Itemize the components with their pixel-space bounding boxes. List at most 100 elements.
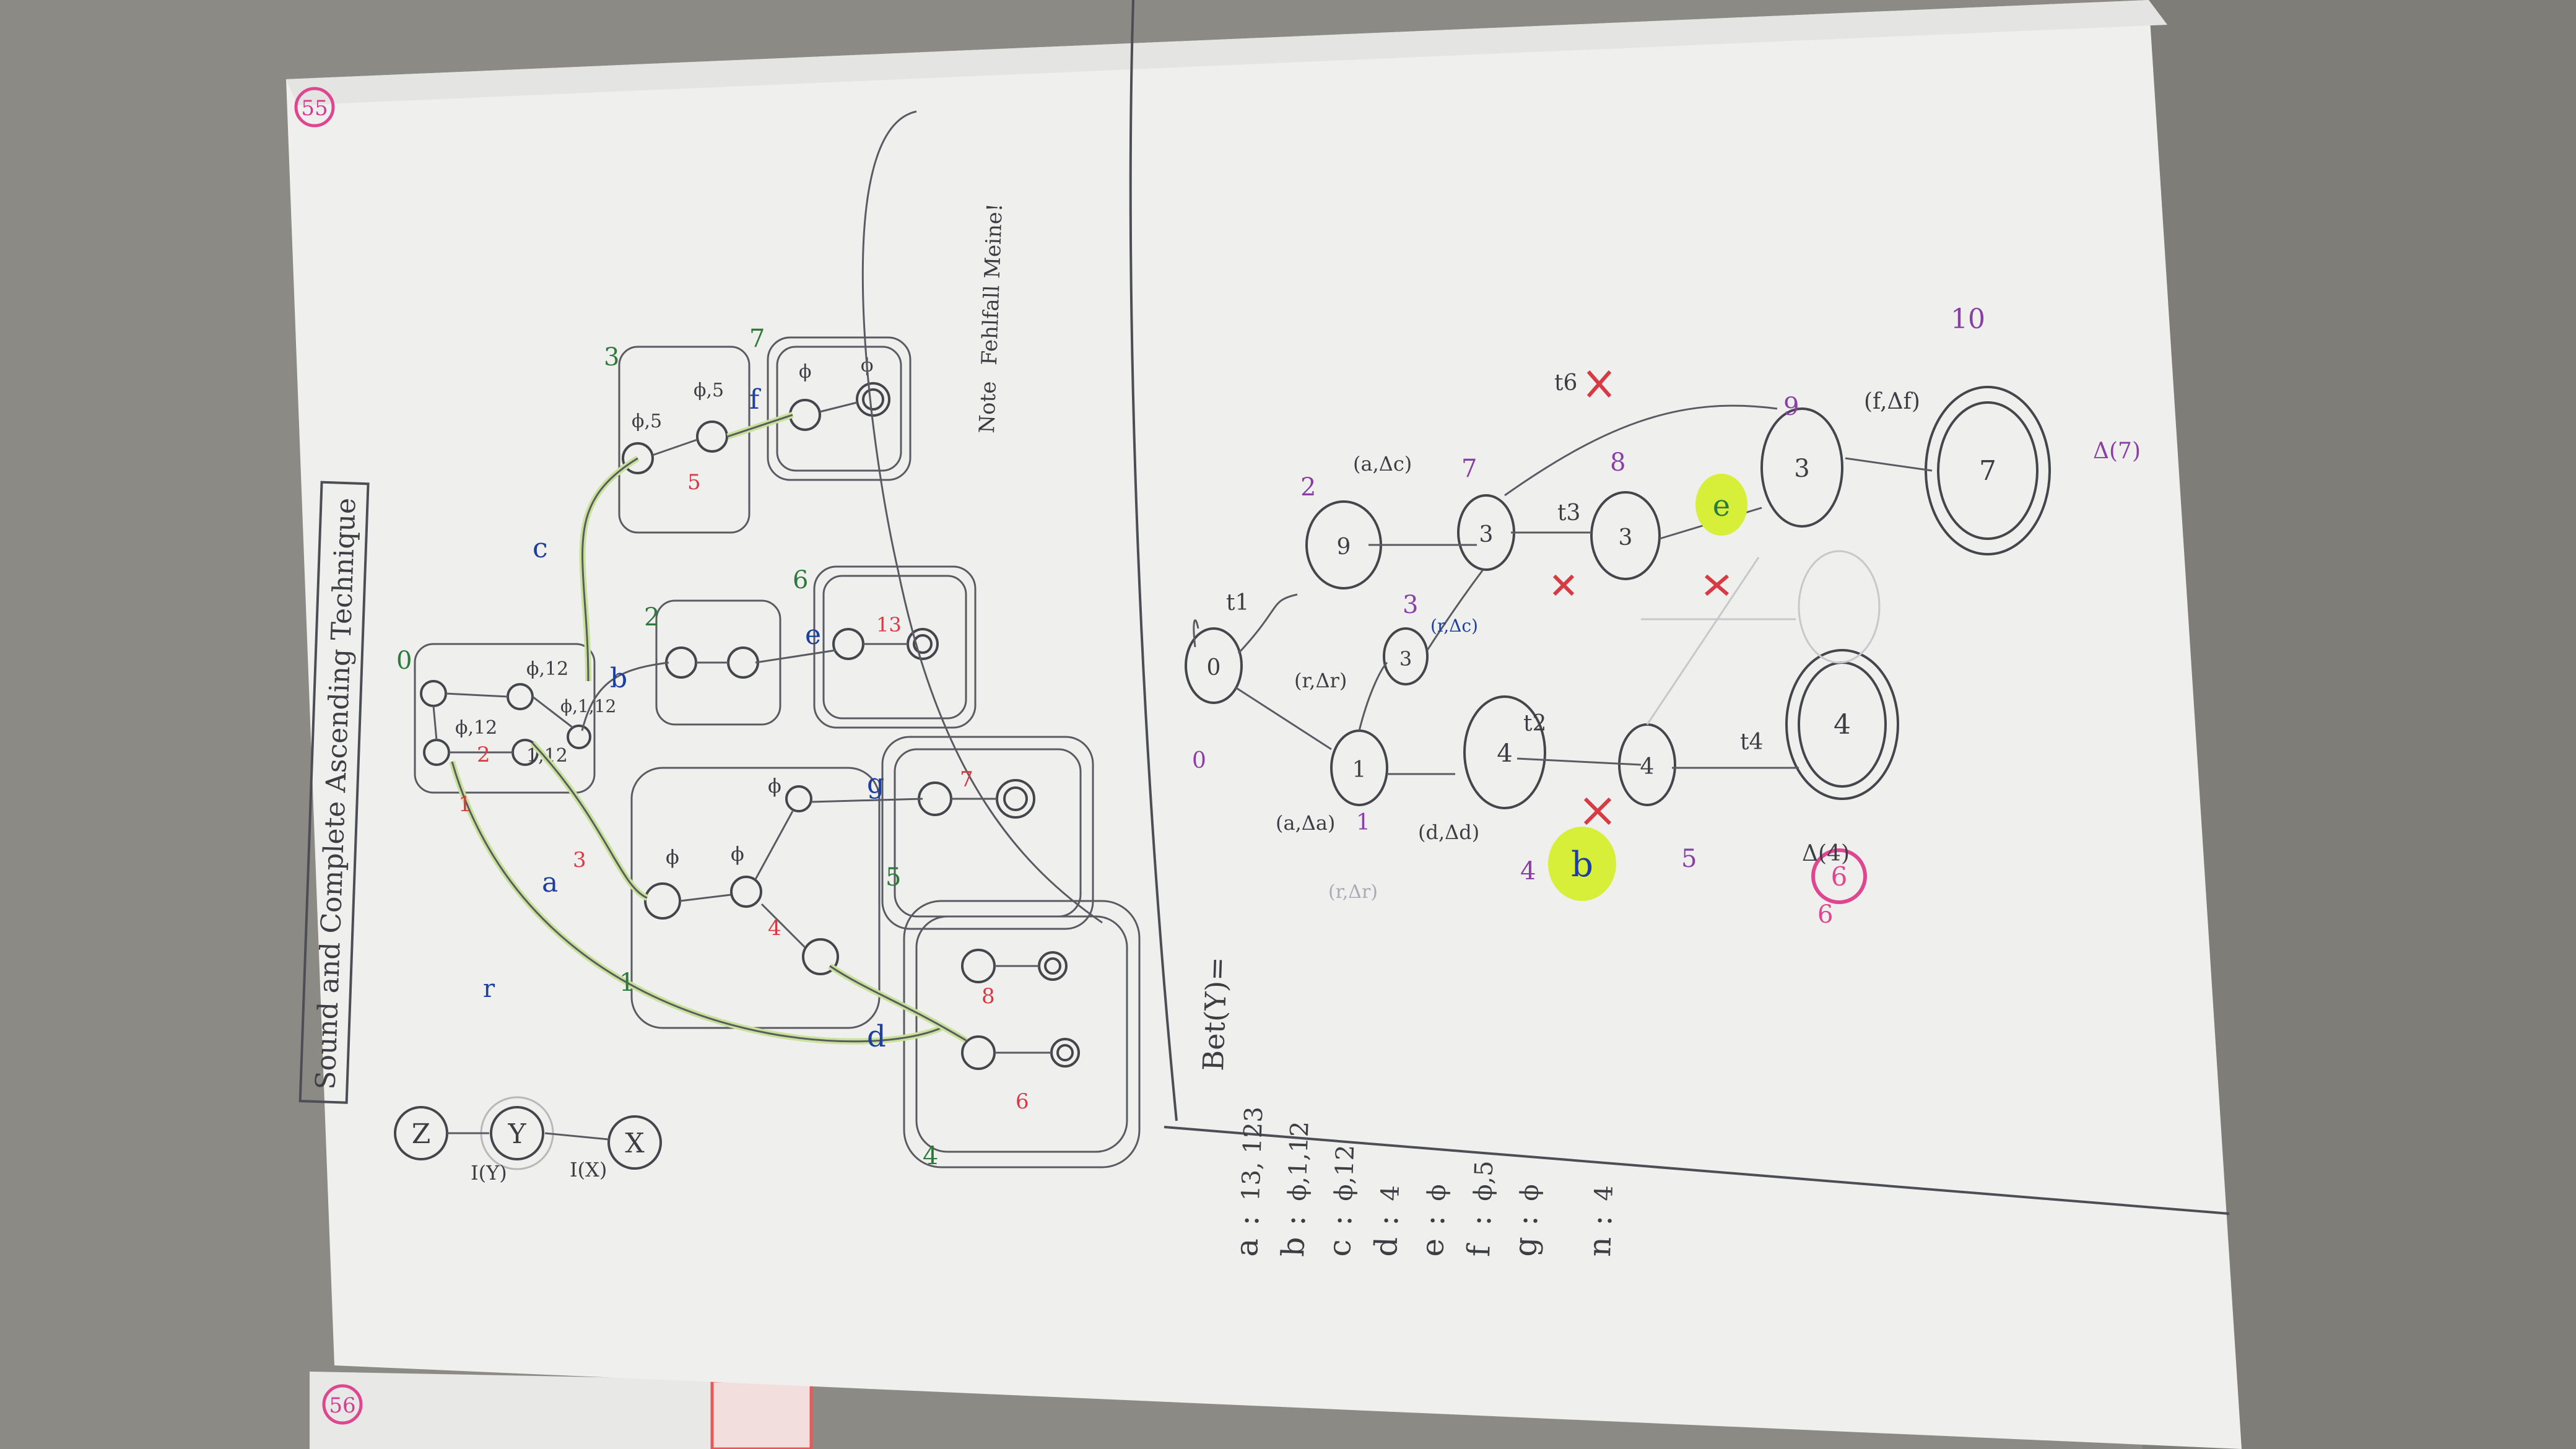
svg-text:(f,Δf): (f,Δf) (1864, 389, 1920, 414)
svg-text:t2: t2 (1523, 711, 1546, 736)
node-3c (1590, 491, 1661, 580)
box-number-3: 3 (604, 343, 619, 372)
svg-text:6: 6 (1817, 900, 1833, 929)
svg-text:5: 5 (1681, 845, 1697, 873)
svg-text:g: g (1507, 1236, 1544, 1257)
svg-text:9: 9 (1337, 534, 1351, 560)
paper-sheet (286, 0, 2242, 1449)
state-box-3 (618, 346, 751, 534)
svg-text::: : (1508, 1215, 1545, 1227)
mapping-list: a : 13, 123 b : ϕ,1,12 c : ϕ,12 d : 4 e … (1229, 1106, 1619, 1258)
svg-text::: : (1230, 1215, 1266, 1227)
top-state-numbers: 1 2 3 4 5 6 7 8 (458, 470, 1029, 1114)
component-label-y: Y (507, 1118, 526, 1150)
edge-label-b: b (610, 663, 627, 694)
svg-text::: : (1583, 1215, 1619, 1227)
svg-text:1: 1 (1352, 757, 1367, 783)
component-label-x: X (625, 1128, 645, 1159)
svg-text:(r,Δc): (r,Δc) (1430, 616, 1478, 636)
svg-text:ϕ,12: ϕ,12 (1329, 1144, 1360, 1201)
edge-label-d: d (867, 1019, 886, 1054)
red-crosses (1552, 370, 1729, 825)
box-number-1: 1 (619, 968, 635, 997)
bottom-nodes: 0 1 9 3 3 3 3 4 4 4 7 6 (1185, 386, 2051, 904)
svg-text:(a,Δc): (a,Δc) (1353, 452, 1412, 476)
note-group: Note Fehlfall Meine! (975, 203, 1007, 434)
svg-text:t4: t4 (1740, 729, 1763, 755)
svg-text:7: 7 (1979, 455, 1996, 487)
svg-text:7: 7 (1461, 455, 1477, 483)
svg-text:4: 4 (1520, 857, 1536, 886)
highlighted-letters: b e (1548, 474, 1747, 901)
box-number-6: 6 (793, 566, 808, 594)
state-box-6 (822, 575, 967, 720)
svg-text:0: 0 (1207, 655, 1221, 681)
svg-text:4: 4 (1640, 754, 1655, 780)
svg-text:t6: t6 (1554, 370, 1577, 396)
edge-label-r: r (483, 975, 495, 1003)
svg-text:10: 10 (1951, 303, 1985, 335)
box-number-4: 4 (923, 1142, 938, 1170)
node-3a (1383, 627, 1429, 685)
state-label-1: ϕ,12 (526, 658, 568, 680)
svg-text:Δ(7): Δ(7) (2093, 438, 2141, 464)
svg-text:b: b (1275, 1236, 1312, 1257)
box-number-0: 0 (396, 646, 412, 675)
state-label-5: ϕ (731, 842, 744, 866)
svg-text:3: 3 (1399, 647, 1412, 671)
edge-label-f: f (749, 384, 761, 416)
next-page: 56 (310, 1372, 813, 1449)
svg-text:9: 9 (1783, 393, 1799, 421)
svg-text:4: 4 (1590, 1185, 1619, 1201)
svg-text:b: b (1571, 845, 1593, 885)
bottom-transition-labels: t1 t2 t3 t4 t6 (1226, 370, 1763, 755)
svg-text:a: a (1229, 1238, 1265, 1258)
state-number-3: 3 (573, 848, 586, 872)
svg-text::: : (1323, 1215, 1359, 1227)
horizontal-divider (1164, 1126, 2230, 1215)
bet-heading: Bet(Y)= (1196, 956, 1234, 1071)
box-number-7: 7 (749, 324, 765, 353)
top-state-boxes: ϕ,12 ϕ,12 ϕ,1,12 1,12 ϕ ϕ ϕ ϕ,5 ϕ,5 13 (414, 336, 1141, 1168)
svg-text:ϕ,5: ϕ,5 (1469, 1160, 1499, 1201)
state-label-8: ϕ,5 (694, 380, 724, 401)
svg-text:13, 123: 13, 123 (1237, 1106, 1268, 1201)
svg-text:e: e (1713, 489, 1730, 523)
svg-text:d: d (1368, 1236, 1404, 1257)
state-box-7 (776, 346, 902, 472)
state-label-0: ϕ,12 (455, 717, 497, 739)
edge-label-ix: I(X) (570, 1158, 607, 1181)
edge-label-c: c (533, 533, 548, 564)
highlight-e (1695, 474, 1747, 536)
state-number-5: 5 (687, 470, 701, 495)
node-7 (1937, 401, 2039, 540)
state-number-2: 2 (477, 742, 490, 767)
svg-text::: : (1276, 1215, 1313, 1227)
state-label-9: 13 (876, 613, 902, 637)
state-number-7: 7 (960, 767, 973, 792)
svg-text:3: 3 (1479, 522, 1494, 547)
component-graph: Z Y X I(Y) I(X) (394, 1096, 662, 1185)
state-label-7: ϕ,5 (632, 411, 662, 432)
svg-text:(d,Δd): (d,Δd) (1418, 820, 1479, 844)
node-6-circle (1811, 848, 1867, 904)
state-number-8: 8 (981, 984, 995, 1009)
top-box-numbers: 0 1 2 3 4 5 6 7 (396, 324, 938, 1170)
svg-text:4: 4 (1376, 1185, 1405, 1201)
highlight-b (1548, 827, 1616, 901)
svg-text:3: 3 (1619, 525, 1633, 550)
node-4c-ring (1785, 649, 1899, 800)
state-number-1: 1 (458, 792, 472, 817)
svg-text:ϕ: ϕ (1515, 1184, 1544, 1202)
paper-edge (286, 0, 2167, 105)
svg-text:4: 4 (1497, 739, 1512, 768)
node-0 (1185, 627, 1243, 704)
svg-text:2: 2 (1300, 473, 1316, 502)
bottom-pair-labels: (a,Δa) (r,Δr) (d,Δd) (r,Δr) (r,Δc) (a,Δc… (1276, 389, 1920, 903)
svg-text:ϕ: ϕ (1422, 1184, 1451, 1202)
svg-text:3: 3 (1794, 455, 1809, 483)
separator-curve (861, 110, 1103, 924)
edge-x-y (544, 1132, 609, 1141)
component-node-x (607, 1115, 662, 1170)
